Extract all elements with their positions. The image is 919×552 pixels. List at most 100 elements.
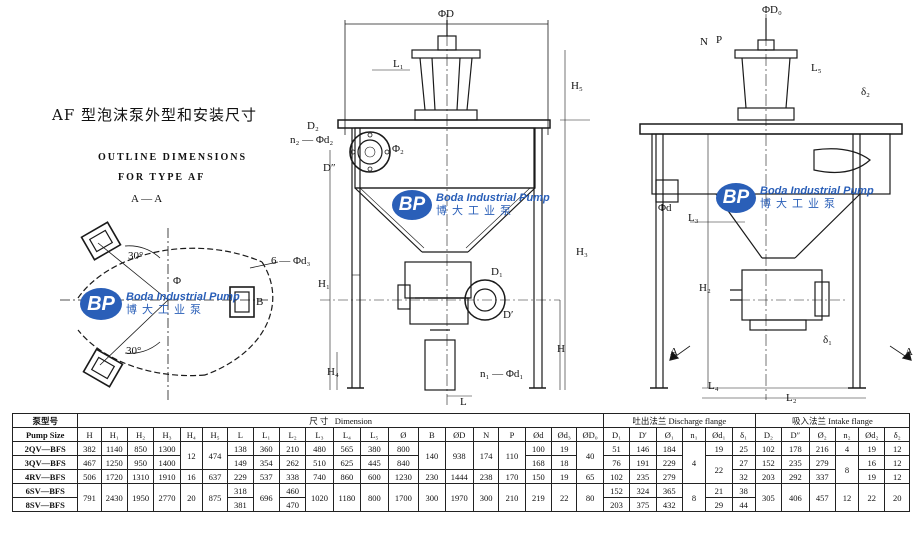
col-header: Ø₂ (808, 427, 836, 442)
col-header: L₃ (305, 427, 334, 442)
model-name: 2QV—BFS (11, 441, 79, 456)
col-header: L (227, 427, 254, 442)
label-n2-phid2: n₂ — Φd₂ (290, 134, 334, 146)
label-delta2: δ₂ (861, 86, 871, 98)
model-name: 4RV—BFS (11, 469, 79, 484)
logo-english: Boda Industrial Pump (760, 185, 874, 198)
table-row: 3QV—BFS 467 1250 950 1400 149 354 262 51… (11, 455, 910, 484)
col-header: ØD (444, 427, 474, 442)
label-holes: 6 — Φd₃ (271, 255, 311, 267)
header-intake-flange: 吸入法兰 Intake flange (754, 413, 911, 428)
title-outline-dimensions: OUTLINE DIMENSIONS (98, 152, 248, 163)
col-header: Ø (387, 427, 420, 442)
label-l4: L₄ (708, 380, 719, 392)
col-header: Ød (524, 427, 553, 442)
col-header: n₂ (834, 427, 860, 442)
label-phi2: Φ₂ (392, 143, 404, 155)
col-header: D′ (629, 427, 657, 442)
table-row: 2QV—BFS 382 1140 850 1300 12 474 138 360… (11, 441, 910, 484)
label-phi-d: ΦD (438, 8, 454, 20)
section-label: A — A (131, 193, 163, 205)
col-header: H₁ (100, 427, 128, 442)
header-pump-en: Pump Size (11, 427, 79, 442)
col-header: D₂ (754, 427, 783, 442)
label-l: L (460, 396, 467, 408)
col-header: L₄ (332, 427, 362, 442)
col-header: n₁ (681, 427, 707, 442)
logo-english: Boda Industrial Pump (436, 192, 550, 205)
table-row: 4RV—BFS 506 1720 1310 1910 16 637 229 53… (11, 469, 910, 484)
label-h: H (557, 343, 565, 355)
label-h5: H₅ (571, 80, 583, 92)
col-header: D₁ (602, 427, 631, 442)
label-l3: L₃ (688, 212, 699, 224)
dimension-table: 泵型号 尺 寸 Dimension 吐出法兰 Discharge flange … (11, 413, 911, 512)
col-header: H₅ (201, 427, 229, 442)
label-delta1: δ₁ (823, 334, 833, 346)
logo-chinese: 博大工业泵 (436, 204, 516, 217)
foot-pad (229, 286, 255, 318)
header-dimension: 尺 寸 Dimension (77, 413, 604, 428)
bp-logo-icon: BP (80, 288, 122, 320)
section-a-a (60, 221, 279, 400)
title-for-type: FOR TYPE AF (118, 172, 206, 183)
model-name: 8SV—BFS (11, 497, 79, 512)
col-header: B (418, 427, 446, 442)
label-n: N (700, 36, 708, 48)
label-phi-d-small: Φd (658, 202, 672, 214)
label-phi-circle: Φ (173, 275, 182, 287)
table-row: 6SV—BFS 791 2430 1950 2770 20 875 318 69… (11, 483, 910, 512)
label-h4: H₄ (327, 366, 339, 378)
label-phi-d0: ΦD₀ (762, 4, 782, 16)
col-header: H₂ (126, 427, 155, 442)
col-header: Ød₁ (705, 427, 733, 442)
table-row: 8SV—BFS 381 470 203 375 432 29 44 (11, 497, 910, 512)
front-view (320, 14, 590, 405)
col-header: Ød₂ (858, 427, 886, 442)
label-l2: L₂ (786, 392, 797, 404)
header-discharge-flange: 吐出法兰 Discharge flange (602, 413, 756, 428)
foot-pad (80, 221, 122, 261)
section-mark-right: A (905, 346, 913, 358)
col-header: N (472, 427, 500, 442)
col-header: L₁ (252, 427, 280, 442)
col-header: Ød₃ (551, 427, 578, 442)
side-view (639, 14, 912, 400)
logo-english: Boda Industrial Pump (126, 291, 240, 304)
col-header: ØD₀ (576, 427, 604, 442)
col-header: D″ (781, 427, 810, 442)
section-mark-left: A (670, 346, 678, 358)
bp-logo-icon: BP (392, 190, 432, 220)
label-d2: D₂ (307, 120, 319, 132)
col-header: L₅ (360, 427, 389, 442)
label-h2: H₂ (699, 282, 711, 294)
foot-pad (82, 348, 124, 388)
label-angle-bottom: 30° (126, 345, 142, 357)
logo-chinese: 博大工业泵 (760, 197, 840, 210)
label-angle-top: 30° (128, 250, 144, 262)
header-pump-cn: 泵型号 (11, 413, 79, 428)
col-header: Ø₁ (655, 427, 683, 442)
label-d-doubleprime: D″ (323, 162, 336, 174)
label-h1: H₁ (318, 278, 330, 290)
label-d1: D₁ (491, 266, 503, 278)
label-n1-phid1: n₁ — Φd₁ (480, 368, 524, 380)
title-chinese: AF 型泡沫泵外型和安装尺寸 (52, 106, 258, 124)
label-l5: L₅ (811, 62, 822, 74)
label-b: B (256, 296, 264, 308)
col-header: H (77, 427, 102, 442)
col-header: P (498, 427, 526, 442)
model-name: 3QV—BFS (11, 455, 79, 470)
col-header: δ₂ (884, 427, 910, 442)
label-l1: L₁ (393, 58, 404, 70)
col-header: H₃ (153, 427, 181, 442)
label-d-prime: D′ (503, 309, 514, 321)
col-header: L₂ (278, 427, 307, 442)
label-p: P (716, 34, 723, 46)
col-header: δ₁ (731, 427, 756, 442)
label-h3: H₃ (576, 246, 588, 258)
